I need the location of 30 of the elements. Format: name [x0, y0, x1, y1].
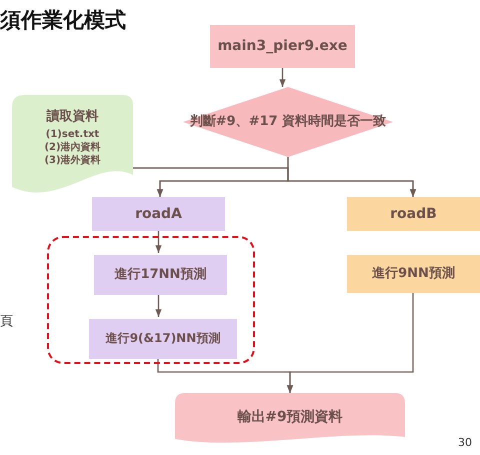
node-label: roadA [135, 204, 182, 224]
node-label: 輸出#9預測資料 [237, 408, 343, 426]
process-box [94, 255, 227, 295]
node-label: main3_pier9.exe [218, 37, 348, 56]
process-box [92, 197, 225, 231]
process-box [210, 25, 355, 68]
page-number: 30 [458, 436, 472, 449]
arrow [286, 293, 414, 393]
arrow [155, 293, 162, 317]
process-box [347, 197, 480, 231]
list-item: (3)港外資料 [44, 154, 101, 168]
node-label: 進行17NN預測 [114, 266, 206, 284]
node-label: 判斷#9、#17 資料時間是否一致 [190, 114, 386, 130]
dashed-group-outline [47, 236, 255, 364]
arrow [279, 68, 286, 87]
cut-off-character: 頁 [0, 313, 13, 330]
process-box [89, 319, 237, 359]
output-box [175, 393, 405, 445]
document-shape [12, 95, 133, 195]
list-item: (1)set.txt [46, 128, 100, 142]
node-heading: 讀取資料 [46, 108, 98, 126]
list-item: (2)港內資料 [44, 141, 101, 154]
arrow [155, 231, 162, 253]
process-box [347, 255, 480, 293]
node-label: roadB [390, 204, 437, 224]
decision-diamond [183, 87, 393, 157]
node-label: 進行9(&17)NN預測 [106, 331, 220, 347]
node-label: 進行9NN預測 [372, 266, 455, 282]
arrow [133, 167, 416, 197]
slide-title: 須作業化模式 [0, 7, 126, 34]
